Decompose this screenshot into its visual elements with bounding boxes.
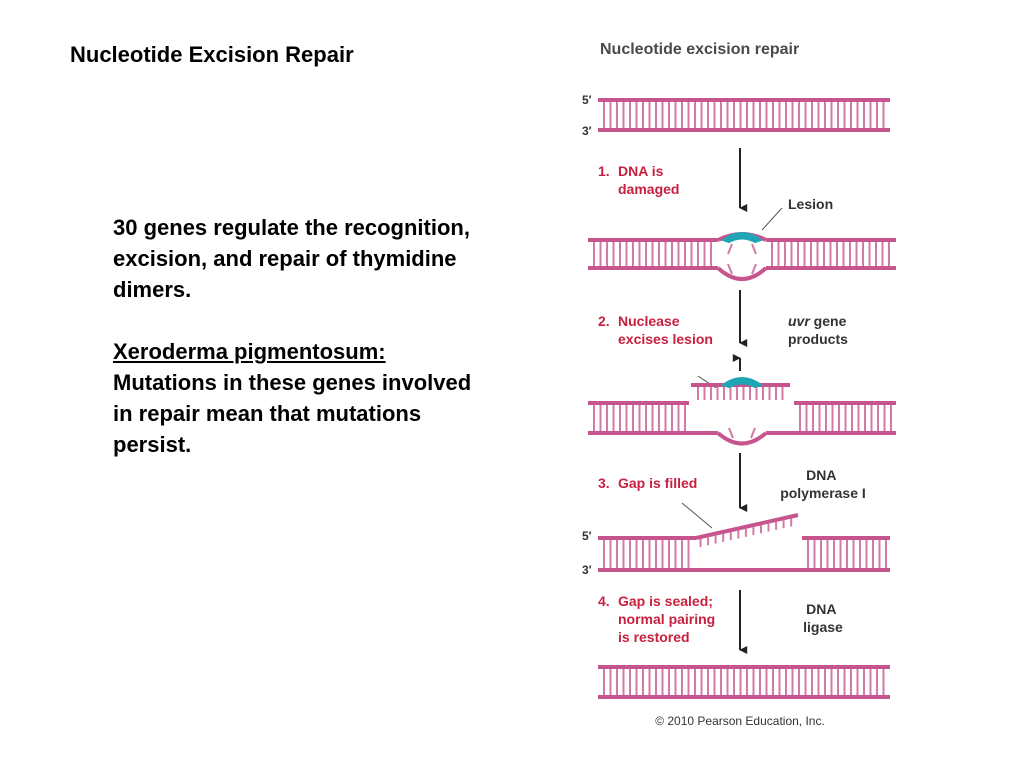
three-prime-label: 3′ (582, 124, 592, 138)
step-2-text: 2. Nuclease excises lesion (598, 313, 713, 347)
slide-title: Nucleotide Excision Repair (70, 42, 354, 67)
figure-title: Nucleotide excision repair (600, 41, 799, 58)
uvr-gene-products-label: uvr gene products (788, 313, 850, 347)
dna-restored (598, 665, 890, 699)
ner-figure: Nucleotide excision repair 5′ 3′ 1. DNA … (570, 28, 910, 740)
five-prime-label-2: 5′ (582, 529, 592, 543)
step-3-text: 3. Gap is filled (598, 475, 697, 491)
lesion-label: Lesion (788, 196, 833, 212)
lesion-pointer (761, 207, 783, 231)
three-prime-label-2: 3′ (582, 563, 592, 577)
new-strand (695, 513, 799, 540)
step-1-text: 1. DNA is damaged (598, 163, 679, 197)
copyright: © 2010 Pearson Education, Inc. (655, 714, 825, 728)
body-text: 30 genes regulate the recognition, excis… (113, 212, 473, 460)
dna-gap-filled: 5′ 3′ (582, 513, 890, 577)
dna-damaged (588, 232, 896, 281)
lesion-dimer (720, 232, 764, 244)
dna-excised (588, 377, 896, 446)
dna-polymerase-label: DNA polymerase I (780, 467, 866, 501)
ner-diagram: Nucleotide excision repair 5′ 3′ 1. DNA … (582, 41, 896, 728)
paragraph-spacer (113, 305, 473, 336)
dna-intact-top: 5′ 3′ (582, 93, 890, 138)
mutations-paragraph: Mutations in these genes involved in rep… (113, 370, 472, 457)
five-prime-label: 5′ (582, 93, 592, 107)
dna-ligase-label: DNA ligase (803, 601, 843, 635)
excised-lesion-dimer (720, 377, 764, 389)
gap-pointer (681, 502, 713, 529)
genes-paragraph: 30 genes regulate the recognition, excis… (113, 215, 470, 302)
step-4-text: 4. Gap is sealed; normal pairing is rest… (598, 593, 719, 645)
xeroderma-heading: Xeroderma pigmentosum: (113, 339, 386, 364)
